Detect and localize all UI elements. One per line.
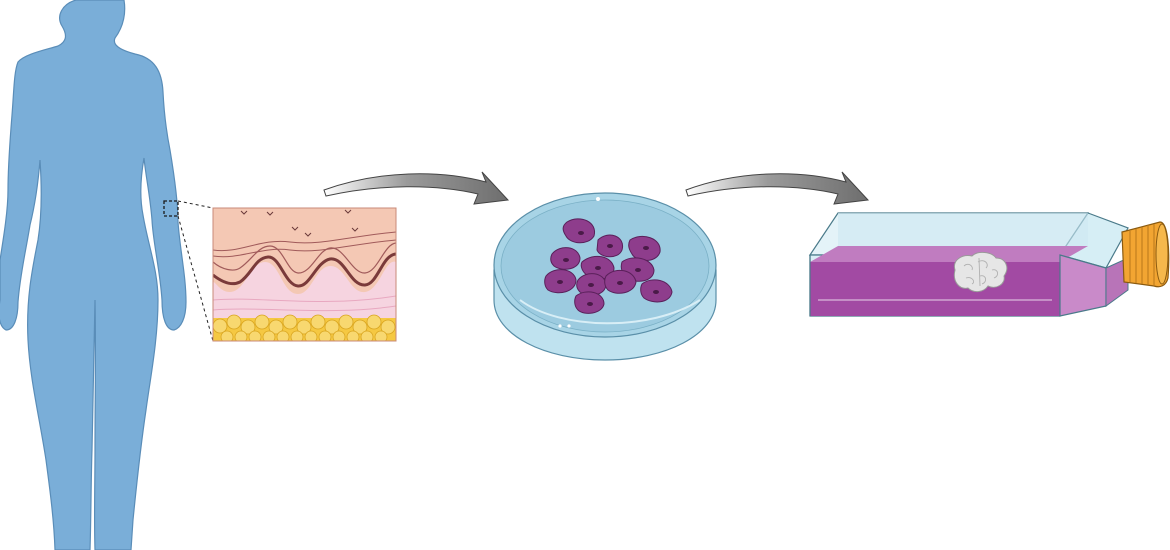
human-silhouette-icon — [0, 0, 187, 550]
fibroblast-cells — [544, 218, 673, 314]
process-arrow-1 — [323, 171, 510, 205]
brain-organoid-icon — [953, 251, 1008, 293]
process-arrow-2 — [685, 171, 870, 205]
flask-cap — [1121, 221, 1170, 288]
culture-flask-brain-icon — [808, 212, 1170, 317]
zoom-lines — [177, 200, 214, 342]
biopsy-site-marker — [163, 200, 179, 217]
skin-cross-section-icon — [212, 207, 397, 342]
petri-dish-icon — [493, 192, 717, 361]
